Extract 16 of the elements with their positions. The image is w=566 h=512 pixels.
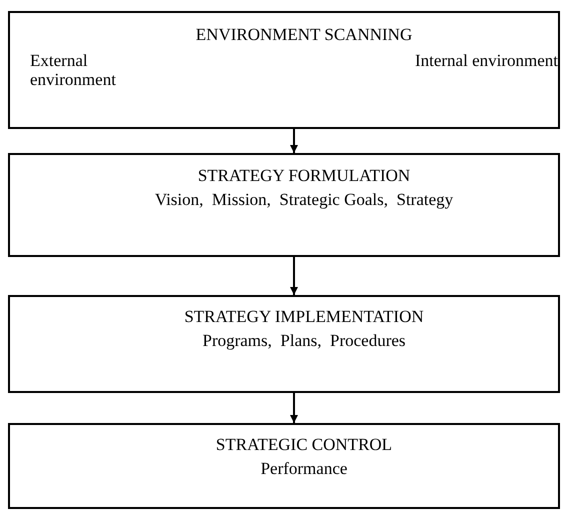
process-box bbox=[8, 153, 560, 257]
box-text: Programs, Plans, Procedures bbox=[201, 331, 407, 350]
process-box bbox=[8, 11, 560, 129]
box-text: Performance bbox=[260, 459, 348, 478]
arrow bbox=[290, 129, 298, 153]
box-title: STRATEGIC CONTROL bbox=[214, 435, 394, 454]
process-box bbox=[8, 423, 560, 509]
box-text: Vision, Mission, Strategic Goals, Strategy bbox=[154, 190, 454, 209]
box-title: STRATEGY IMPLEMENTATION bbox=[183, 307, 425, 326]
box-title: STRATEGY FORMULATION bbox=[196, 166, 412, 185]
box-text: External environment bbox=[30, 51, 117, 89]
box-title: ENVIRONMENT SCANNING bbox=[194, 25, 414, 44]
box-text: Internal environment bbox=[414, 51, 558, 70]
process-box bbox=[8, 295, 560, 393]
arrow bbox=[290, 393, 298, 423]
arrow bbox=[290, 257, 298, 295]
